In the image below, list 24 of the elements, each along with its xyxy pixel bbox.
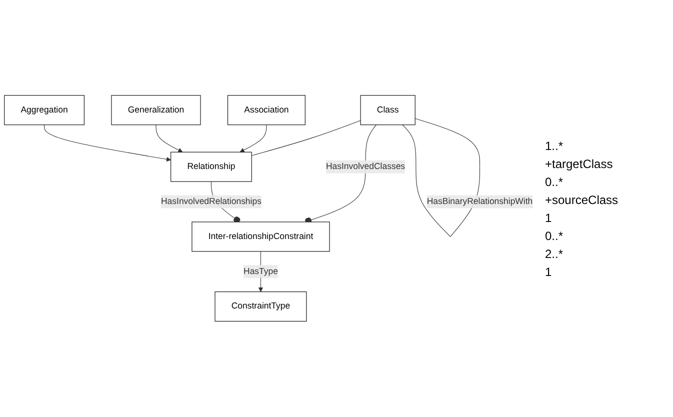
arrow (44, 124, 172, 162)
multiplicity-label: +sourceClass (545, 192, 620, 206)
multiplicity-label: 0..* (545, 174, 564, 188)
node-box: Class (360, 95, 416, 126)
multiplicity-label: 2..* (545, 246, 564, 260)
node-box: Inter-relationshipConstraint (192, 222, 330, 252)
multiplicity-label: +targetClass (545, 156, 614, 170)
connector (251, 120, 361, 156)
node-box: Generalization (111, 95, 201, 126)
node-box: Relationship (170, 152, 252, 182)
arrow (240, 124, 267, 153)
edge-label: HasInvolvedClasses (326, 162, 406, 172)
multiplicity-label: 1 (545, 210, 553, 224)
connector (304, 124, 376, 224)
arrow (156, 124, 183, 153)
multiplicity-label: 1..* (545, 138, 564, 152)
edge-label: HasType (244, 266, 278, 276)
edge-label: HasInvolvedRelationships (160, 197, 262, 206)
multiplicity-label: 1 (545, 264, 553, 278)
node-box: Aggregation (4, 95, 84, 126)
node-box: ConstraintType (214, 292, 307, 322)
multiplicity-label: 0..* (545, 228, 564, 242)
node-box: Association (228, 95, 306, 126)
edge-label: HasBinaryRelationshipWith (426, 197, 533, 206)
